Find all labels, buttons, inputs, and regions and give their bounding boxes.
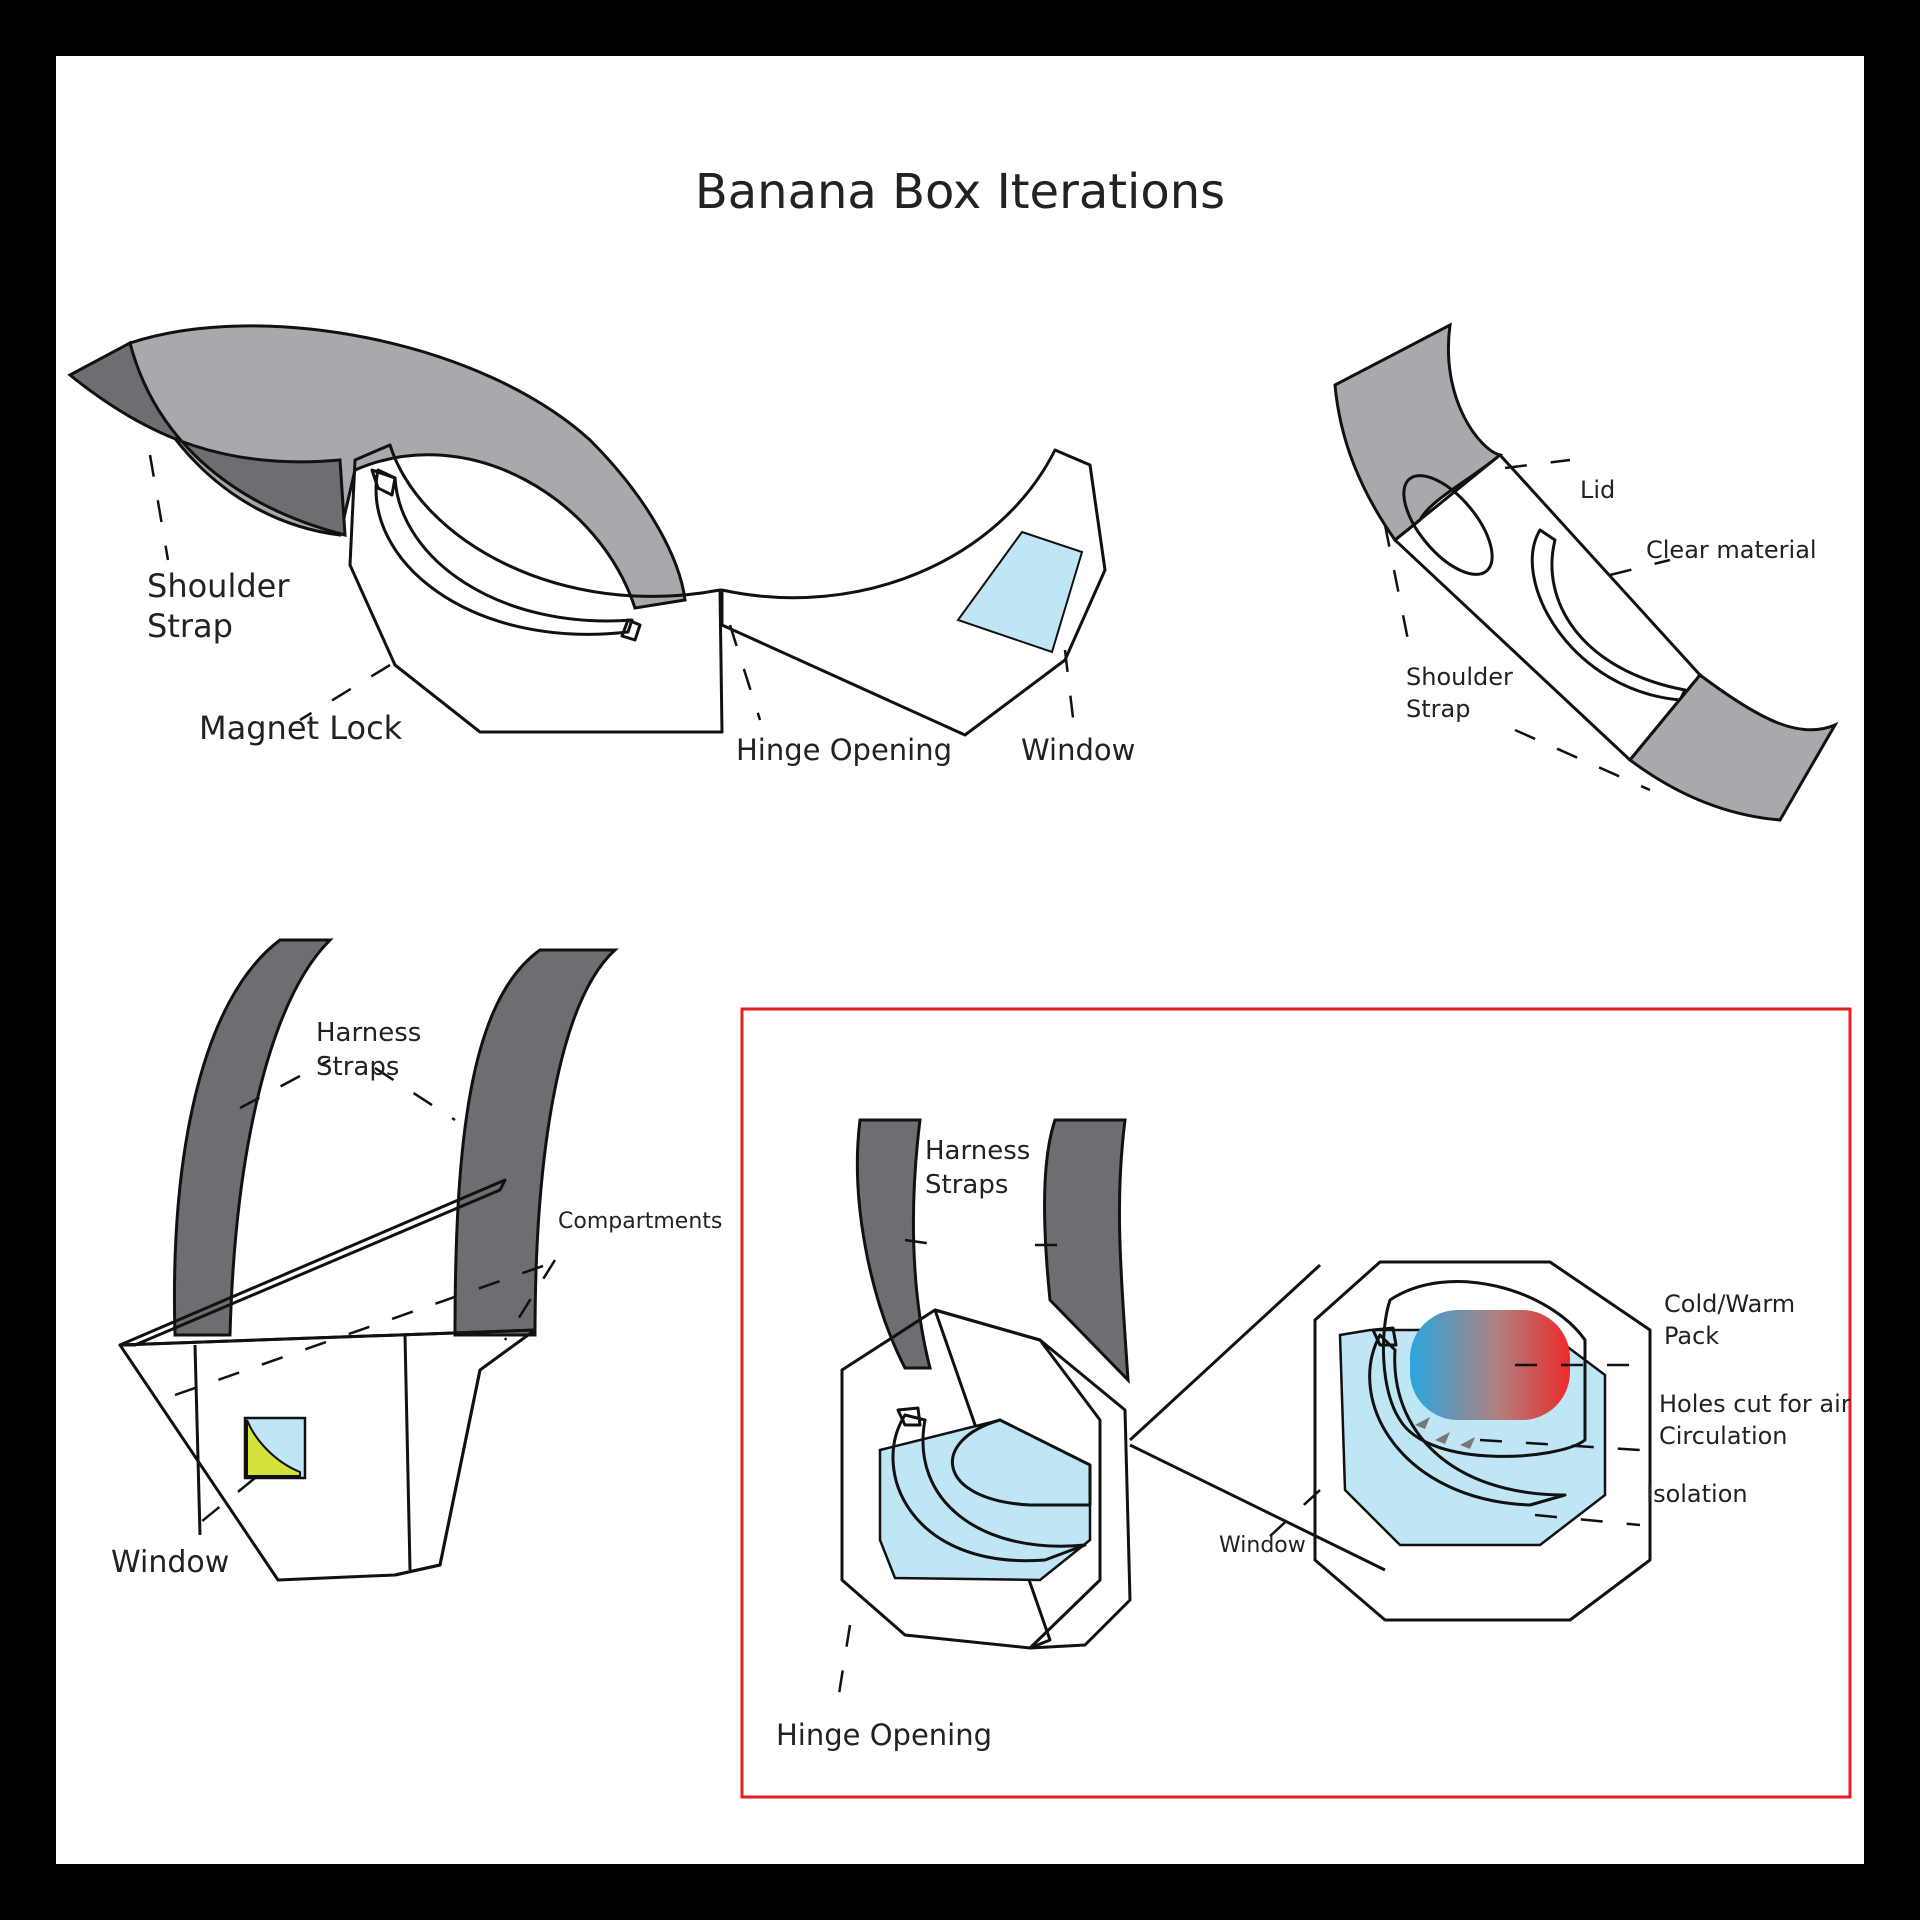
iteration3-strap-right xyxy=(455,950,615,1335)
final-holes-label: Holes cut for air Circulation xyxy=(1659,1388,1851,1452)
iteration2-clear-material-label: Clear material xyxy=(1646,534,1817,566)
diagram-canvas: Banana Box Iterations xyxy=(56,56,1864,1864)
final-cold-warm-pack xyxy=(1410,1310,1570,1420)
iteration1-window xyxy=(958,532,1082,652)
final-strap-right xyxy=(1045,1120,1128,1380)
iteration3-compartments-label: Compartments xyxy=(558,1206,722,1238)
final-hinge-opening-label: Hinge Opening xyxy=(776,1718,992,1752)
final-drawing xyxy=(838,1120,1650,1700)
iteration2-strap-top xyxy=(1335,325,1500,540)
final-harness-straps-label: Harness Straps xyxy=(925,1134,1030,1202)
iteration1-drawing xyxy=(70,326,1105,735)
illustrations xyxy=(56,56,1864,1864)
final-strap-left xyxy=(857,1120,930,1368)
iteration2-drawing xyxy=(1335,325,1835,820)
iteration1-magnet-lock-label: Magnet Lock xyxy=(199,708,402,748)
iteration3-strap-left xyxy=(174,940,330,1335)
iteration1-shoulder-strap-label: Shoulder Strap xyxy=(147,566,290,646)
iteration3-box xyxy=(120,1330,535,1580)
final-window-label: Window xyxy=(1219,1530,1306,1562)
iteration3-harness-straps-label: Harness Straps xyxy=(316,1016,421,1084)
final-cold-warm-pack-label: Cold/Warm Pack xyxy=(1664,1288,1795,1352)
iteration1-hinge-opening-label: Hinge Opening xyxy=(736,733,952,767)
iteration2-shoulder-strap-label: Shoulder Strap xyxy=(1406,661,1513,725)
iteration3-window-label: Window xyxy=(111,1546,229,1580)
iteration2-lid-label: Lid xyxy=(1580,474,1615,506)
final-isolation-label: Isolation xyxy=(1646,1478,1748,1510)
iteration1-window-label: Window xyxy=(1021,733,1135,767)
